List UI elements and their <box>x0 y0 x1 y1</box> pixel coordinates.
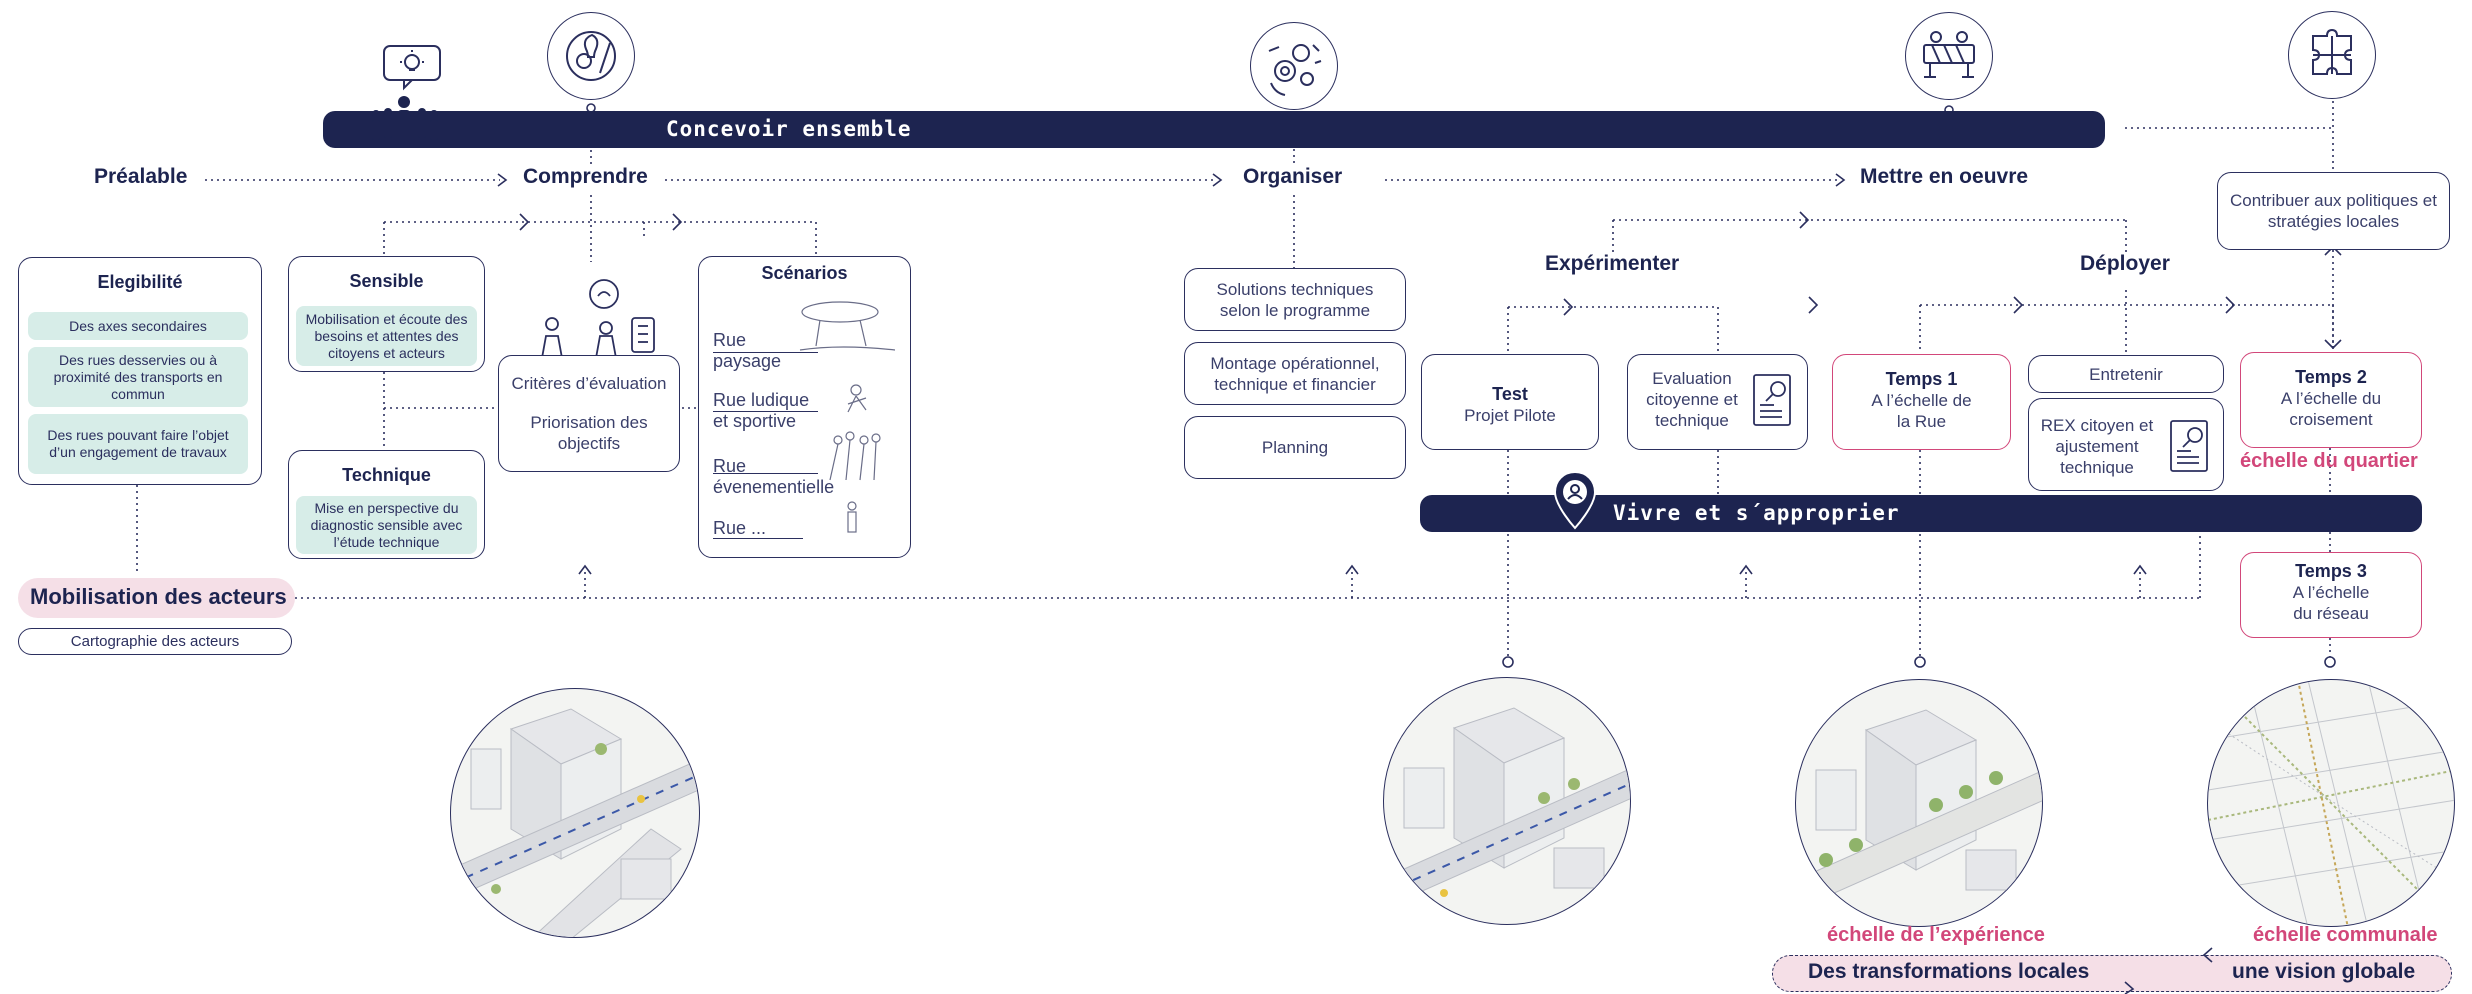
phase-organiser: Organiser <box>1243 165 1343 188</box>
scenario-line-1 <box>713 352 818 353</box>
temps2-box: Temps 2 A l’échelle du croisement <box>2240 352 2422 448</box>
organiser-box-planning-text: Planning <box>1261 438 1329 457</box>
city-map-illustration <box>2207 679 2455 927</box>
test-text: Projet Pilote <box>1464 406 1556 425</box>
rex-box: REX citoyen et ajustement technique <box>2028 398 2224 491</box>
people-illustration <box>528 278 668 359</box>
concevoir-ensemble-label: Concevoir ensemble <box>666 117 912 141</box>
entretenir-text: Entretenir <box>2089 364 2163 384</box>
lightbulb-crowd-icon <box>364 42 448 146</box>
mobilisation-label: Mobilisation des acteurs <box>30 584 287 609</box>
vision-globale-label: une vision globale <box>2232 960 2416 983</box>
test-title: Test <box>1492 384 1528 404</box>
document-search-icon <box>2170 420 2208 472</box>
eligibilite-title: Elegibilité <box>97 272 183 292</box>
roadblock-icon <box>1905 12 1993 100</box>
transformations-locales-label: Des transformations locales <box>1808 960 2090 983</box>
contribuer-text: Contribuer aux politiques et stratégies … <box>2230 191 2437 231</box>
organiser-box-montage-text: Montage opérationnel, technique et finan… <box>1210 353 1380 394</box>
temps1-text: A l’échelle de la Rue <box>1871 391 1972 431</box>
scenario-item-1[interactable]: Rue paysage <box>713 330 782 371</box>
concevoir-ensemble-bar <box>323 111 2105 148</box>
phase-mettre-en-oeuvre: Mettre en oeuvre <box>1860 165 2029 188</box>
echelle-quartier-label: échelle du quartier <box>2240 450 2418 472</box>
cartographie-pill[interactable]: Cartographie des acteurs <box>18 628 292 655</box>
scenario-sketches <box>790 290 900 550</box>
eligibilite-item-2: Des rues desservies ou à proximité des t… <box>28 347 248 407</box>
technique-text: Mise en perspective du diagnostic sensib… <box>296 496 477 554</box>
temps3-text: A l’échelle du réseau <box>2292 583 2370 623</box>
technique-title: Technique <box>342 465 431 485</box>
sensible-text: Mobilisation et écoute des besoins et at… <box>296 306 477 366</box>
phase-comprendre: Comprendre <box>523 165 648 188</box>
criteres-line1: Critères d’évaluation <box>511 374 667 393</box>
sensible-title: Sensible <box>349 271 424 291</box>
evaluation-box: Evaluation citoyenne et technique <box>1627 354 1808 450</box>
scenario-item-4[interactable]: Rue ... <box>713 518 767 538</box>
scenario-item-3[interactable]: Rue évenementielle <box>713 456 835 497</box>
street-illustration-2 <box>1383 677 1631 925</box>
gears-cycle-icon <box>1250 22 1338 110</box>
bottom-banner <box>1772 955 2452 992</box>
contribuer-box: Contribuer aux politiques et stratégies … <box>2217 172 2450 250</box>
scenarios-box: Scénarios <box>698 256 911 558</box>
evaluation-text: Evaluation citoyenne et technique <box>1646 369 1738 430</box>
rex-text: REX citoyen et ajustement technique <box>2040 416 2154 477</box>
eligibilite-item-1: Des axes secondaires <box>28 312 248 340</box>
temps2-title: Temps 2 <box>2295 367 2367 387</box>
mobilisation-pill <box>18 578 295 618</box>
scenarios-title: Scénarios <box>761 263 848 283</box>
location-pin-icon <box>1553 470 1597 532</box>
street-illustration-1 <box>450 688 700 938</box>
test-box: Test Projet Pilote <box>1421 354 1599 450</box>
phase-prealable: Préalable <box>94 165 188 188</box>
criteres-box: Critères d’évaluation Priorisation des o… <box>498 355 680 472</box>
organiser-box-montage: Montage opérationnel, technique et finan… <box>1184 342 1406 405</box>
organiser-box-planning: Planning <box>1184 416 1406 479</box>
organiser-box-solutions-text: Solutions techniques selon le programme <box>1216 279 1374 320</box>
phase-deployer: Déployer <box>2080 252 2170 275</box>
echelle-communale-label: échelle communale <box>2253 924 2438 946</box>
temps1-title: Temps 1 <box>1885 369 1958 389</box>
scenario-line-2 <box>713 411 818 412</box>
scenario-item-2[interactable]: Rue ludique et sportive <box>713 390 810 431</box>
echelle-experience-label: échelle de l’expérience <box>1827 924 2045 946</box>
criteres-line2: Priorisation des objectifs <box>530 413 648 453</box>
temps1-box: Temps 1 A l’échelle de la Rue <box>1832 354 2011 450</box>
scenario-line-4 <box>713 538 803 539</box>
organiser-box-solutions: Solutions techniques selon le programme <box>1184 268 1406 331</box>
phase-experimenter: Expérimenter <box>1545 252 1680 275</box>
eligibilite-item-3: Des rues pouvant faire l’objet d’un enga… <box>28 414 248 474</box>
document-search-icon <box>1753 374 1791 426</box>
cartographie-label: Cartographie des acteurs <box>70 633 240 650</box>
street-illustration-3 <box>1795 679 2043 927</box>
temps3-box: Temps 3 A l’échelle du réseau <box>2240 552 2422 638</box>
entretenir-box: Entretenir <box>2028 355 2224 393</box>
creative-brain-icon <box>547 12 635 100</box>
puzzle-icon <box>2288 11 2376 99</box>
vivre-approprier-label: Vivre et s´approprier <box>1613 501 1900 525</box>
scenario-line-3 <box>713 473 818 474</box>
temps3-title: Temps 3 <box>2295 561 2367 581</box>
temps2-text: A l’échelle du croisement <box>2280 389 2382 429</box>
